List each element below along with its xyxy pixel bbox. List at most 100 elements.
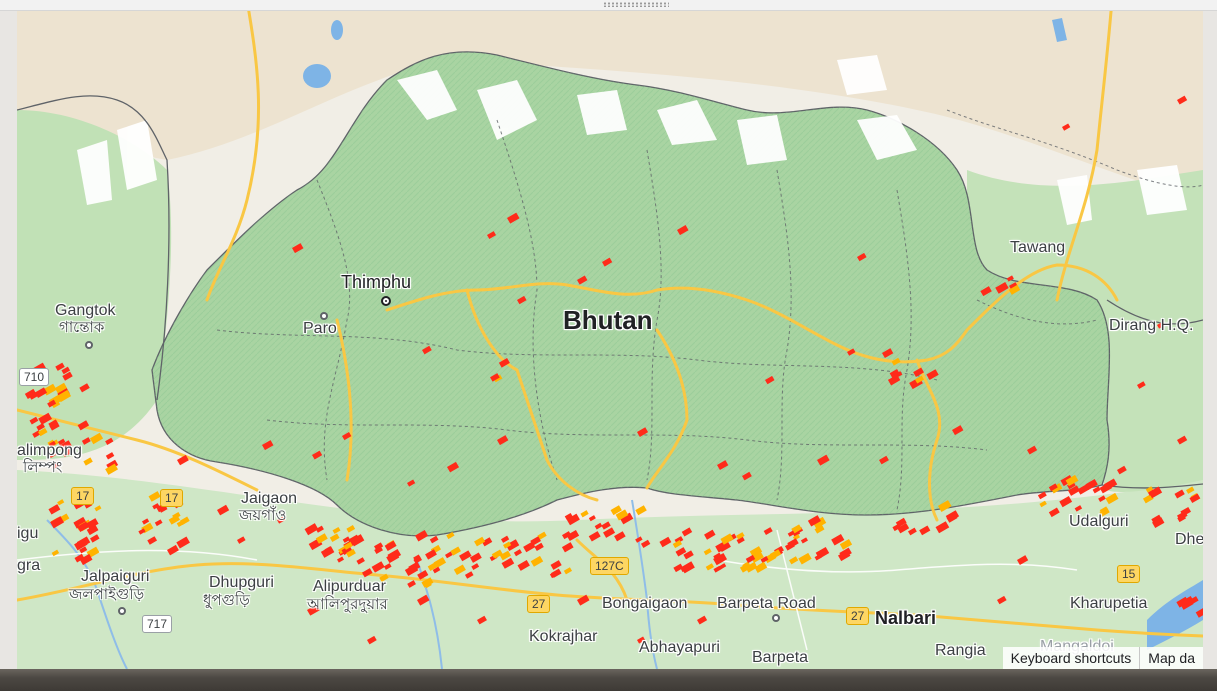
fire-hotspot-mark: [176, 519, 185, 528]
fire-hotspot-mark: [498, 357, 510, 368]
fire-hotspot-mark: [446, 461, 460, 473]
fire-hotspot-mark: [424, 581, 432, 589]
fire-hotspot-mark: [745, 554, 756, 564]
place-label-jaigaon: Jaigaon: [241, 490, 298, 507]
fire-hotspot-mark: [995, 282, 1009, 294]
fire-hotspot-mark: [408, 561, 421, 573]
fire-hotspot-mark: [1077, 484, 1089, 495]
fire-hotspot-mark: [277, 516, 286, 524]
fire-hotspot-mark: [513, 549, 522, 557]
fire-hotspot-mark: [315, 533, 328, 544]
fire-hotspot-mark: [453, 564, 466, 576]
fire-hotspot-mark: [952, 425, 964, 436]
place-label-jaigaon-native: জয়গাঁও: [239, 507, 287, 524]
road-shield-15: 15: [1117, 565, 1141, 583]
fire-hotspot-mark: [789, 556, 799, 565]
place-marker[interactable]: [85, 341, 93, 349]
fire-hotspot-mark: [1176, 596, 1189, 608]
sikkim-forest: [17, 110, 172, 460]
fire-hotspot-mark: [1017, 555, 1029, 566]
fire-hotspot-mark: [672, 540, 683, 549]
place-label-kalimpong: alimpong: [17, 442, 82, 459]
fire-hotspot-mark: [51, 549, 60, 557]
capital-marker[interactable]: [381, 296, 391, 306]
fire-hotspot-mark: [237, 536, 246, 544]
fire-hotspot-mark: [86, 524, 99, 536]
fire-hotspot-mark: [601, 521, 611, 530]
place-marker[interactable]: [772, 614, 780, 622]
fire-hotspot-mark: [79, 383, 90, 393]
map-canvas[interactable]: [17, 0, 1203, 669]
fire-hotspot-mark: [464, 571, 474, 579]
place-label-gra: gra: [17, 557, 41, 574]
road-shield-17: 17: [71, 487, 95, 505]
place-label-abhayapuri: Abhayapuri: [639, 639, 720, 656]
fire-hotspot-mark: [1085, 479, 1098, 490]
fire-hotspot-mark: [261, 440, 274, 451]
map-data-link[interactable]: Map da: [1139, 647, 1203, 669]
place-label-paro: Paro: [303, 320, 337, 337]
map-viewport[interactable]: Bhutan Thimphu Paro Tawang Dirang H.Q. G…: [17, 0, 1203, 669]
fire-hotspot-mark: [703, 548, 712, 556]
fire-hotspot-mark: [997, 595, 1007, 605]
fire-hotspot-mark: [58, 440, 73, 453]
fire-hotspot-mark: [1062, 123, 1071, 131]
fire-hotspot-mark: [713, 553, 728, 566]
fire-hotspot-mark: [561, 542, 574, 553]
keyboard-shortcuts-link[interactable]: Keyboard shortcuts: [1002, 647, 1140, 669]
fire-hotspot-mark: [1189, 493, 1201, 504]
fire-hotspot-mark: [138, 528, 146, 535]
fire-hotspot-mark: [497, 435, 509, 446]
fire-hotspot-mark: [594, 522, 603, 530]
fire-hotspot-mark: [1048, 483, 1058, 492]
fire-hotspot-mark: [51, 462, 60, 470]
fire-hotspot-mark: [812, 516, 827, 529]
fire-hotspot-mark: [48, 450, 57, 459]
fire-hotspot-mark: [361, 568, 373, 578]
fire-hotspot-mark: [602, 257, 613, 267]
fire-hotspot-mark: [636, 636, 646, 644]
fire-hotspot-mark: [791, 524, 802, 534]
fire-hotspot-mark: [614, 531, 626, 542]
place-marker[interactable]: [118, 607, 126, 615]
fire-hotspot-mark: [763, 527, 773, 536]
fire-hotspot-mark: [615, 509, 629, 521]
fire-hotspot-mark: [814, 524, 825, 534]
fire-hotspot-mark: [55, 362, 65, 371]
place-marker[interactable]: [320, 312, 328, 320]
fire-hotspot-mark: [831, 534, 845, 546]
fire-hotspot-mark: [148, 491, 161, 502]
fire-hotspot-mark: [324, 546, 333, 553]
fire-hotspot-mark: [332, 526, 341, 534]
fire-hotspot-mark: [427, 562, 438, 572]
fire-hotspot-mark: [610, 505, 622, 516]
place-label-alipurduar: Alipurduar: [313, 578, 386, 595]
fire-hotspot-mark: [36, 423, 45, 431]
fire-hotspot-mark: [580, 510, 589, 518]
fire-hotspot-mark: [561, 531, 572, 540]
fire-hotspot-mark: [739, 562, 752, 573]
fire-hotspot-mark: [908, 527, 917, 536]
fire-hotspot-mark: [673, 563, 684, 573]
fire-hotspot-mark: [879, 455, 889, 465]
fire-hotspot-mark: [1195, 607, 1203, 618]
fire-hotspot-mark: [24, 388, 37, 399]
fire-hotspot-mark: [891, 357, 901, 366]
map-attribution: Keyboard shortcuts Map da: [1002, 647, 1203, 669]
window-bottom-edge: [0, 669, 1217, 691]
fire-hotspot-mark: [1050, 483, 1063, 494]
fire-hotspot-mark: [713, 552, 722, 560]
fire-hotspot-mark: [505, 539, 520, 551]
window-top-bar: [0, 0, 1217, 11]
place-label-dhupguri-native: ধুপগুড়ি: [203, 592, 250, 609]
fire-hotspot-mark: [1099, 482, 1112, 494]
fire-hotspot-mark: [386, 551, 400, 564]
drag-handle[interactable]: [603, 2, 669, 7]
place-label-igu: igu: [17, 525, 39, 542]
fire-hotspot-mark: [292, 243, 304, 254]
fire-hotspot-mark: [73, 516, 87, 529]
fire-hotspot-mark: [315, 525, 324, 533]
fire-hotspot-mark: [1186, 486, 1195, 494]
fire-hotspot-mark: [935, 521, 950, 534]
fire-hotspot-mark: [919, 525, 931, 536]
